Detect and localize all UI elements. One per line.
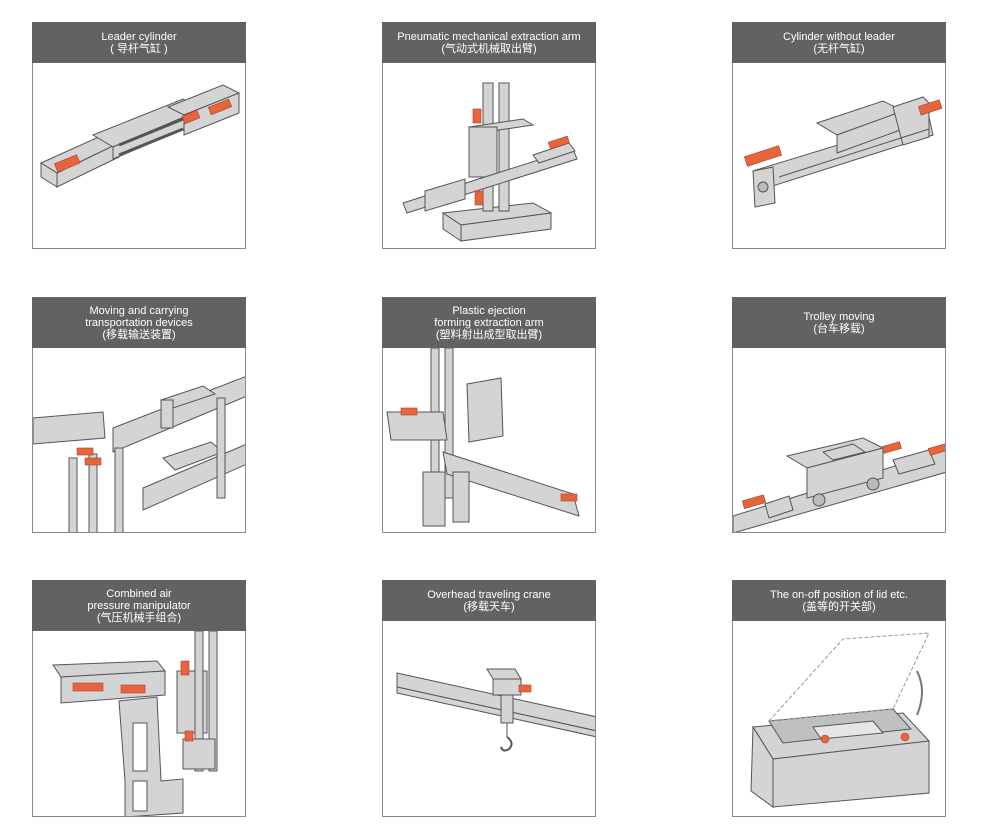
card-title-line: Overhead traveling crane: [427, 588, 551, 601]
card-injection-arm: Plastic ejection forming extraction arm …: [382, 297, 596, 533]
manipulator-illustration: [32, 631, 246, 817]
card-title-line: Trolley moving: [803, 310, 875, 323]
card-title-line: Moving and carrying: [89, 304, 189, 317]
card-title-line: (移载天车): [463, 600, 515, 613]
card-title-line: Plastic ejection: [452, 304, 526, 317]
card-crane: Overhead traveling crane (移载天车): [382, 580, 596, 817]
card-title-line: Combined air: [106, 587, 172, 600]
injection-arm-illustration: [382, 348, 596, 533]
card-lid: The on-off position of lid etc. (盖等的开关部): [732, 580, 946, 817]
card-title-line: (气压机械手组合): [96, 611, 182, 624]
pneumatic-arm-illustration: [382, 63, 596, 249]
card-title-line: ( 导杆气缸 ): [110, 42, 168, 55]
card-rodless-cylinder: Cylinder without leader (无杆气缸): [732, 22, 946, 249]
card-header: Cylinder without leader (无杆气缸): [732, 22, 946, 63]
card-manipulator: Combined air pressure manipulator (气压机械手…: [32, 580, 246, 817]
card-conveyor: Moving and carrying transportation devic…: [32, 297, 246, 533]
card-title-line: forming extraction arm: [434, 316, 544, 329]
card-title-line: Leader cylinder: [101, 30, 177, 43]
card-header: Trolley moving (台车移载): [732, 297, 946, 348]
card-title-line: (气动式机械取出臂): [441, 42, 537, 55]
card-title-line: transportation devices: [85, 316, 193, 329]
leader-cylinder-illustration: [32, 63, 246, 249]
card-pneumatic-arm: Pneumatic mechanical extraction arm (气动式…: [382, 22, 596, 249]
card-title-line: pressure manipulator: [87, 599, 191, 612]
card-header: Moving and carrying transportation devic…: [32, 297, 246, 348]
card-title-line: (移载输送装置): [102, 328, 176, 341]
card-header: The on-off position of lid etc. (盖等的开关部): [732, 580, 946, 621]
card-header: Overhead traveling crane (移载天车): [382, 580, 596, 621]
card-header: Leader cylinder ( 导杆气缸 ): [32, 22, 246, 63]
card-title-line: Pneumatic mechanical extraction arm: [397, 30, 581, 43]
lid-illustration: [732, 621, 946, 817]
card-title-line: Cylinder without leader: [783, 30, 895, 43]
card-header: Plastic ejection forming extraction arm …: [382, 297, 596, 348]
card-title-line: (盖等的开关部): [802, 600, 876, 613]
card-header: Combined air pressure manipulator (气压机械手…: [32, 580, 246, 631]
card-title-line: The on-off position of lid etc.: [770, 588, 908, 601]
rodless-cylinder-illustration: [732, 63, 946, 249]
conveyor-illustration: [32, 348, 246, 533]
card-trolley: Trolley moving (台车移载): [732, 297, 946, 533]
crane-illustration: [382, 621, 596, 817]
card-title-line: (台车移载): [813, 322, 865, 335]
card-title-line: (塑料射出成型取出臂): [435, 328, 543, 341]
trolley-illustration: [732, 348, 946, 533]
card-header: Pneumatic mechanical extraction arm (气动式…: [382, 22, 596, 63]
card-leader-cylinder: Leader cylinder ( 导杆气缸 ): [32, 22, 246, 249]
card-title-line: (无杆气缸): [813, 42, 865, 55]
